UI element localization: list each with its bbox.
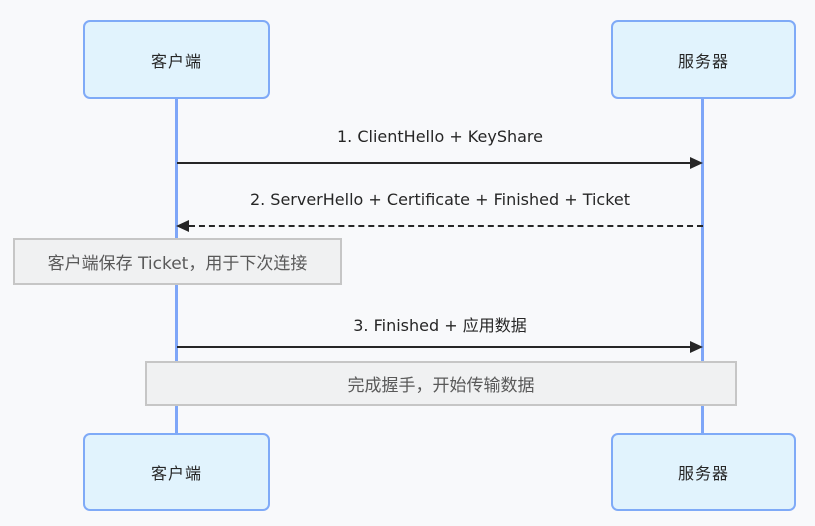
actor-client-bottom: 客户端	[83, 433, 270, 511]
actor-client-bottom-label: 客户端	[150, 464, 202, 483]
note-client-ticket-text: 客户端保存 Ticket，用于下次连接	[47, 254, 308, 274]
note-handshake-complete: 完成握手，开始传输数据	[145, 361, 737, 406]
actor-client-top-label: 客户端	[150, 51, 202, 71]
actor-server-bottom: 服务器	[611, 433, 796, 511]
message-3-label: 3. Finished + 应用数据	[353, 316, 527, 335]
actor-server-bottom-label: 服务器	[677, 464, 729, 483]
message-1-label: 1. ClientHello + KeyShare	[337, 127, 543, 146]
message-2-arrowhead-icon	[176, 220, 189, 232]
message-3-arrowhead-icon	[690, 341, 703, 353]
message-2-line	[189, 225, 703, 227]
message-1-arrowhead-icon	[690, 157, 703, 169]
message-1-line	[177, 162, 692, 164]
actor-client-top: 客户端	[83, 20, 270, 99]
note-client-ticket: 客户端保存 Ticket，用于下次连接	[13, 238, 342, 285]
message-3-line	[177, 346, 692, 348]
server-lifeline	[701, 99, 704, 434]
note-handshake-complete-text: 完成握手，开始传输数据	[347, 376, 535, 396]
message-2-label: 2. ServerHello + Certificate + Finished …	[249, 190, 631, 209]
actor-server-top: 服务器	[611, 20, 796, 99]
actor-server-top-label: 服务器	[677, 51, 729, 71]
